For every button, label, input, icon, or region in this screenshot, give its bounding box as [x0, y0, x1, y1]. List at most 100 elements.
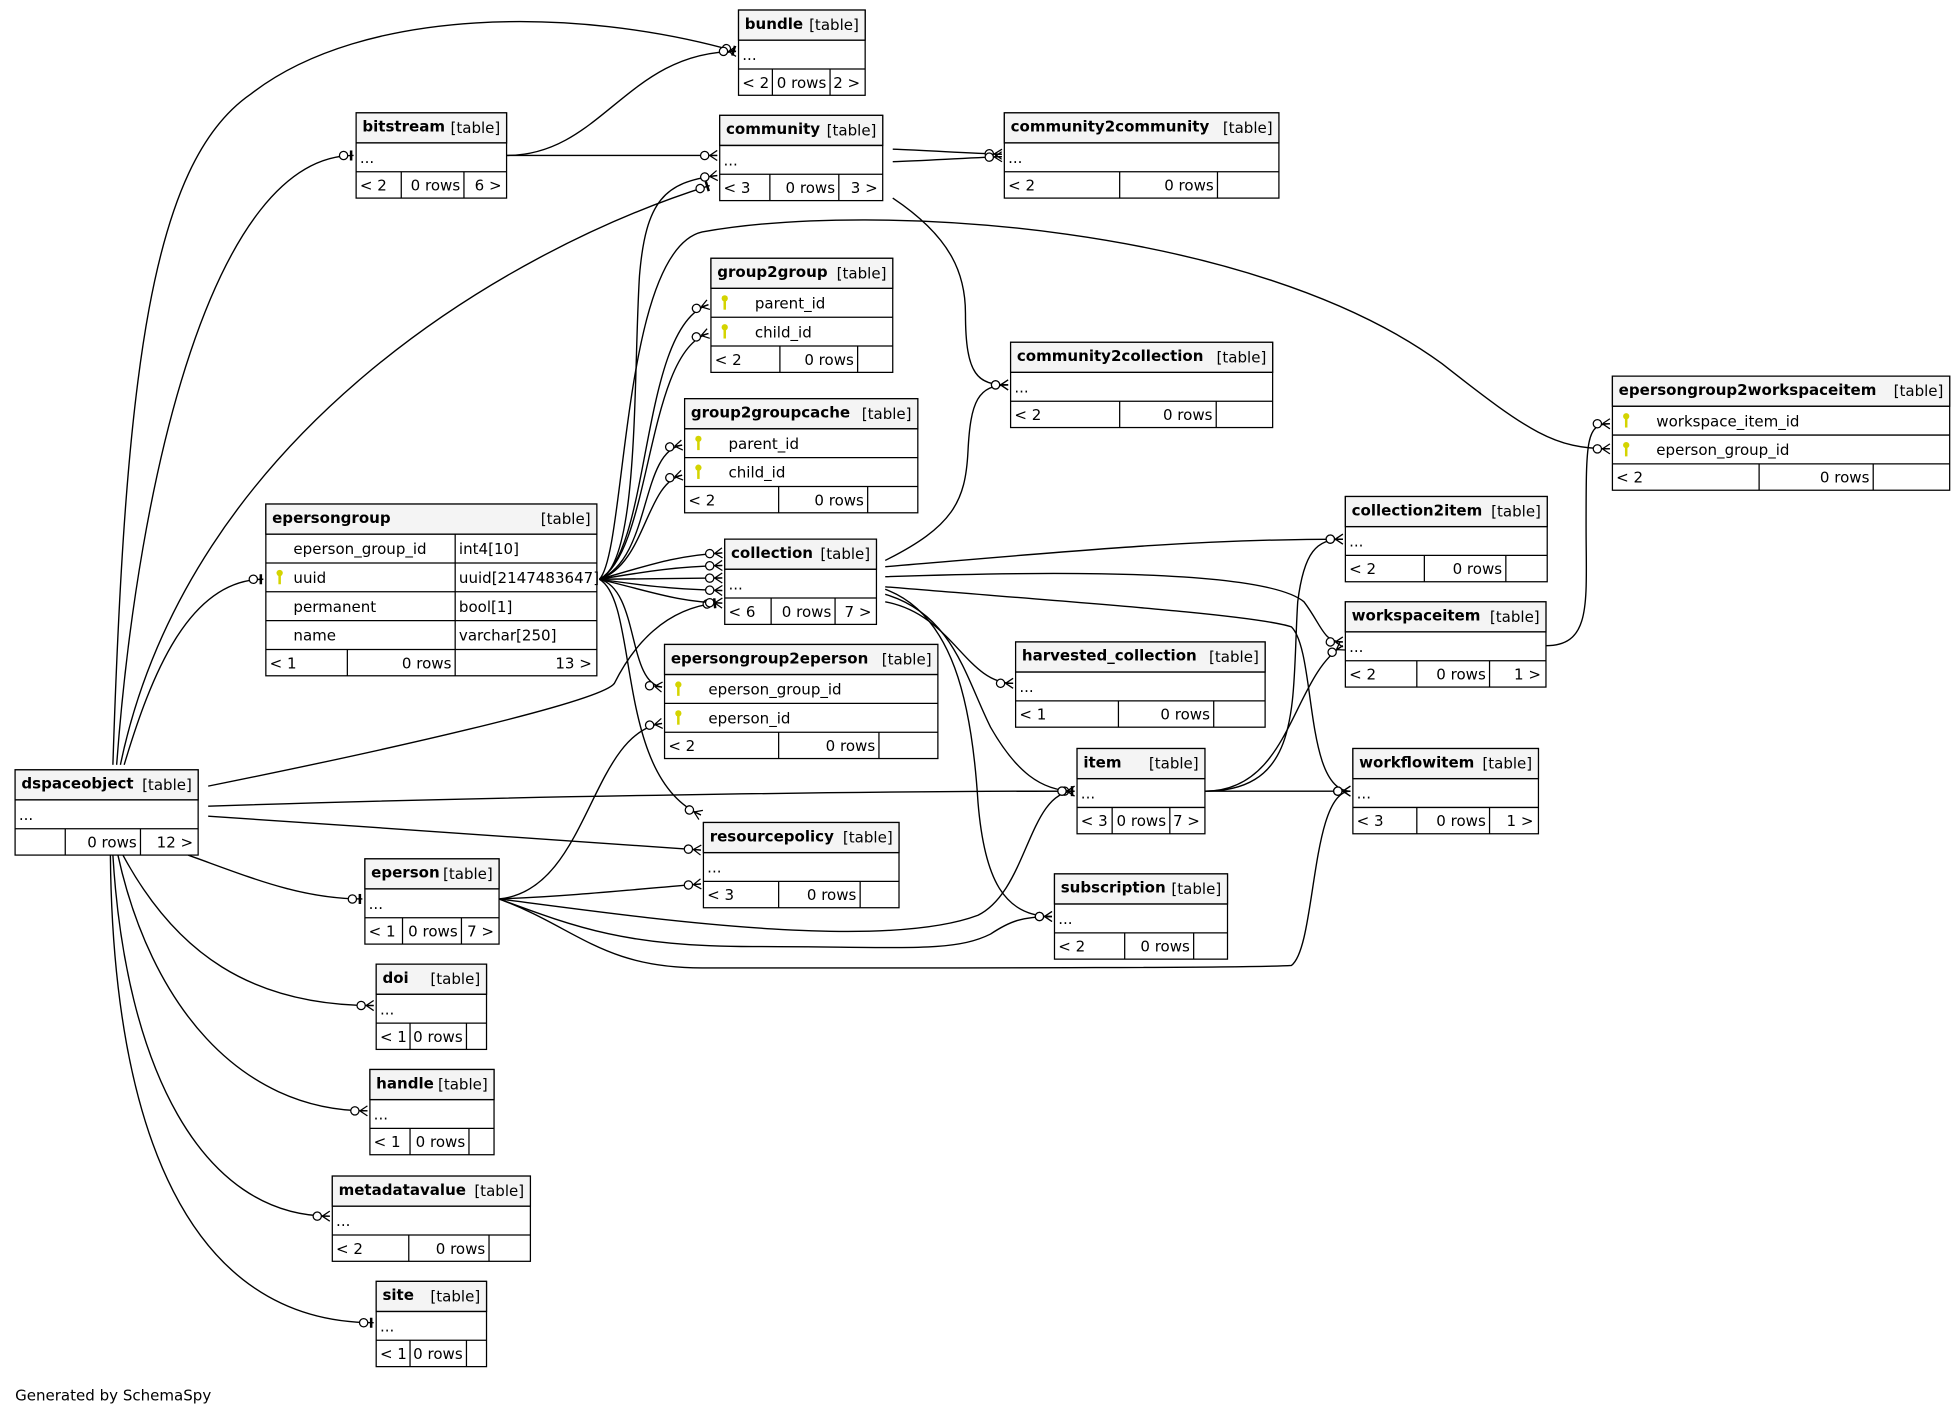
column-name: ...: [336, 1212, 350, 1230]
parents-link[interactable]: < 2: [1014, 406, 1041, 424]
edge-collection-subscription: [884, 588, 1053, 923]
children-link[interactable]: 12 >: [157, 834, 194, 852]
parents-link[interactable]: < 2: [1616, 469, 1643, 487]
table-name[interactable]: metadatavalue: [339, 1181, 466, 1199]
table-name[interactable]: workflowitem: [1359, 753, 1474, 771]
parents-link[interactable]: < 2: [1349, 560, 1376, 578]
children-link[interactable]: 6 >: [475, 177, 502, 195]
edge-epersongroup-group2group-child: [599, 328, 710, 580]
table-name[interactable]: group2group: [717, 263, 828, 281]
table-group2groupcache[interactable]: group2groupcache[table]parent_idchild_id…: [683, 398, 919, 514]
row-count: 0 rows: [408, 923, 458, 941]
parents-link[interactable]: < 2: [1008, 177, 1035, 195]
table-name[interactable]: handle: [376, 1074, 434, 1092]
parents-link[interactable]: < 6: [728, 603, 755, 621]
children-link[interactable]: 7 >: [844, 603, 871, 621]
parents-link[interactable]: < 2: [1058, 938, 1085, 956]
table-name[interactable]: eperson: [371, 864, 440, 882]
parents-link[interactable]: < 2: [688, 491, 715, 509]
parents-link[interactable]: < 2: [668, 737, 695, 755]
table-header: [375, 1280, 488, 1313]
table-epersongroup2eperson[interactable]: epersongroup2eperson[table]eperson_group…: [663, 643, 939, 760]
parents-link[interactable]: < 1: [374, 1133, 401, 1151]
table-name[interactable]: collection: [731, 544, 813, 562]
parents-link[interactable]: < 1: [380, 1028, 407, 1046]
table-name[interactable]: epersongroup2eperson: [671, 649, 868, 667]
parents-link[interactable]: < 2: [715, 351, 742, 369]
table-name[interactable]: bitstream: [362, 118, 445, 136]
row-count: 0 rows: [1160, 706, 1210, 724]
parents-link[interactable]: < 2: [336, 1240, 363, 1258]
edge-eperson-epersongroup2eperson: [498, 717, 664, 900]
parents-link[interactable]: < 2: [360, 177, 387, 195]
column-name: ...: [723, 151, 737, 169]
children-link[interactable]: 1 >: [1514, 666, 1541, 684]
table-name[interactable]: epersongroup: [272, 509, 391, 527]
parents-link[interactable]: < 3: [707, 886, 734, 904]
row-count: 0 rows: [826, 737, 876, 755]
table-name[interactable]: community2collection: [1017, 347, 1204, 365]
table-name[interactable]: workspaceitem: [1352, 607, 1481, 625]
parents-link[interactable]: < 1: [270, 654, 297, 672]
parents-link[interactable]: < 2: [1349, 666, 1376, 684]
children-link[interactable]: 7 >: [1173, 812, 1200, 830]
children-link[interactable]: 1 >: [1506, 812, 1533, 830]
table-name[interactable]: community: [726, 120, 820, 138]
table-name[interactable]: doi: [382, 969, 408, 987]
table-name[interactable]: community2community: [1011, 118, 1210, 136]
edge-community-community2community-a: [892, 148, 1003, 160]
table-name[interactable]: dspaceobject: [21, 775, 133, 793]
row-count: 0 rows: [413, 1028, 463, 1046]
primary-key-icon: [695, 435, 702, 451]
parents-link[interactable]: < 3: [723, 179, 750, 197]
column-name: ...: [728, 575, 742, 593]
table-epersongroup2workspaceitem[interactable]: epersongroup2workspaceitem[table]workspa…: [1611, 375, 1951, 491]
table-name[interactable]: resourcepolicy: [710, 827, 834, 845]
parents-link[interactable]: < 3: [1357, 812, 1384, 830]
table-header: [683, 398, 919, 430]
table-name[interactable]: collection2item: [1352, 501, 1483, 519]
table-name[interactable]: subscription: [1061, 879, 1166, 897]
children-link[interactable]: 2 >: [833, 74, 860, 92]
column-type: bool[1]: [459, 598, 512, 616]
parents-link[interactable]: < 1: [369, 923, 396, 941]
parents-link[interactable]: < 2: [742, 74, 769, 92]
children-link[interactable]: 13 >: [555, 654, 591, 672]
parents-link[interactable]: < 3: [1081, 812, 1108, 830]
column-name: ...: [380, 1000, 394, 1018]
table-name[interactable]: site: [382, 1286, 413, 1304]
table-name[interactable]: harvested_collection: [1022, 647, 1197, 665]
table-name[interactable]: bundle: [745, 15, 803, 33]
parents-link[interactable]: < 1: [380, 1345, 407, 1363]
table-header: [1053, 873, 1229, 905]
table-name[interactable]: item: [1083, 753, 1121, 771]
edge-collection-workspaceitem: [885, 572, 1344, 648]
table-name[interactable]: epersongroup2workspaceitem: [1619, 381, 1877, 399]
table-name[interactable]: group2groupcache: [691, 404, 850, 422]
children-link[interactable]: 7 >: [467, 923, 494, 941]
parents-link[interactable]: < 1: [1019, 706, 1046, 724]
table-type-label: [table]: [1223, 119, 1273, 137]
children-link[interactable]: 3 >: [851, 179, 878, 197]
